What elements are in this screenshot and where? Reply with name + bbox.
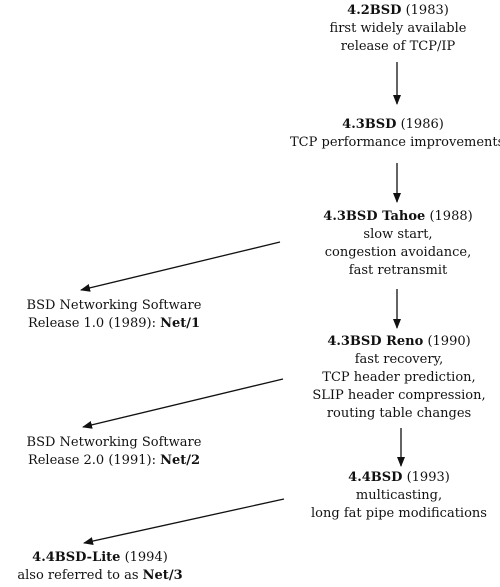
release-net3-prefix: also referred to as (17, 568, 143, 583)
node-4.2bsd-desc-2: release of TCP/IP (340, 39, 456, 54)
release-net1: BSD Networking Software Release 1.0 (198… (0, 297, 228, 333)
node-tahoe-year: (1988) (429, 209, 473, 224)
release-net1-prefix: Release 1.0 (1989): (27, 316, 161, 331)
node-4.4bsd-name: 4.4BSD (348, 470, 403, 485)
node-tahoe-name: 4.3BSD Tahoe (323, 209, 426, 224)
release-net1-line1: BSD Networking Software (26, 298, 202, 313)
node-reno-desc-1: fast recovery, (354, 352, 444, 367)
release-net2-prefix: Release 2.0 (1991): (27, 453, 161, 468)
node-tahoe-desc-2: congestion avoidance, (324, 245, 472, 260)
node-4.2bsd-desc-1: first widely available (329, 21, 467, 36)
node-4.4bsd-year: (1993) (406, 470, 450, 485)
release-net2: BSD Networking Software Release 2.0 (199… (0, 434, 228, 470)
node-reno-name: 4.3BSD Reno (327, 334, 424, 349)
arrow-4.4bsd-to-net3 (83, 498, 285, 545)
node-4.3bsd-reno: 4.3BSD Reno (1990) fast recovery, TCP he… (300, 333, 498, 423)
node-reno-desc-2: TCP header prediction, (322, 370, 476, 385)
release-net3-year: (1994) (120, 550, 168, 565)
node-4.3bsd-year: (1986) (400, 117, 444, 132)
node-4.4bsd-desc-1: multicasting, (355, 488, 443, 503)
node-reno-desc-3: SLIP header compression, (312, 388, 486, 403)
node-reno-year: (1990) (427, 334, 471, 349)
arrow-reno-to-net2 (82, 378, 284, 429)
release-net3-name: 4.4BSD-Lite (32, 550, 121, 565)
release-net3-alias: Net/3 (142, 568, 183, 583)
release-net1-name: Net/1 (160, 316, 201, 331)
release-net2-name: Net/2 (160, 453, 201, 468)
node-4.4bsd: 4.4BSD (1993) multicasting, long fat pip… (300, 469, 498, 523)
node-4.3bsd: 4.3BSD (1986) TCP performance improvemen… (290, 116, 500, 152)
node-tahoe-desc-1: slow start, (363, 227, 433, 242)
node-4.4bsd-desc-2: long fat pipe modifications (311, 506, 487, 521)
release-net3: 4.4BSD-Lite (1994) also referred to as N… (0, 549, 200, 585)
node-4.2bsd-name: 4.2BSD (347, 3, 402, 18)
node-4.3bsd-desc-1: TCP performance improvements (290, 135, 500, 150)
node-4.2bsd: 4.2BSD (1983) first widely available rel… (300, 2, 496, 56)
node-4.2bsd-year: (1983) (405, 3, 449, 18)
node-tahoe-desc-3: fast retransmit (348, 263, 448, 278)
node-4.3bsd-name: 4.3BSD (342, 117, 397, 132)
release-net2-line1: BSD Networking Software (26, 435, 202, 450)
node-reno-desc-4: routing table changes (326, 406, 472, 421)
arrow-tahoe-to-net1 (80, 241, 281, 292)
node-4.3bsd-tahoe: 4.3BSD Tahoe (1988) slow start, congesti… (300, 208, 496, 280)
